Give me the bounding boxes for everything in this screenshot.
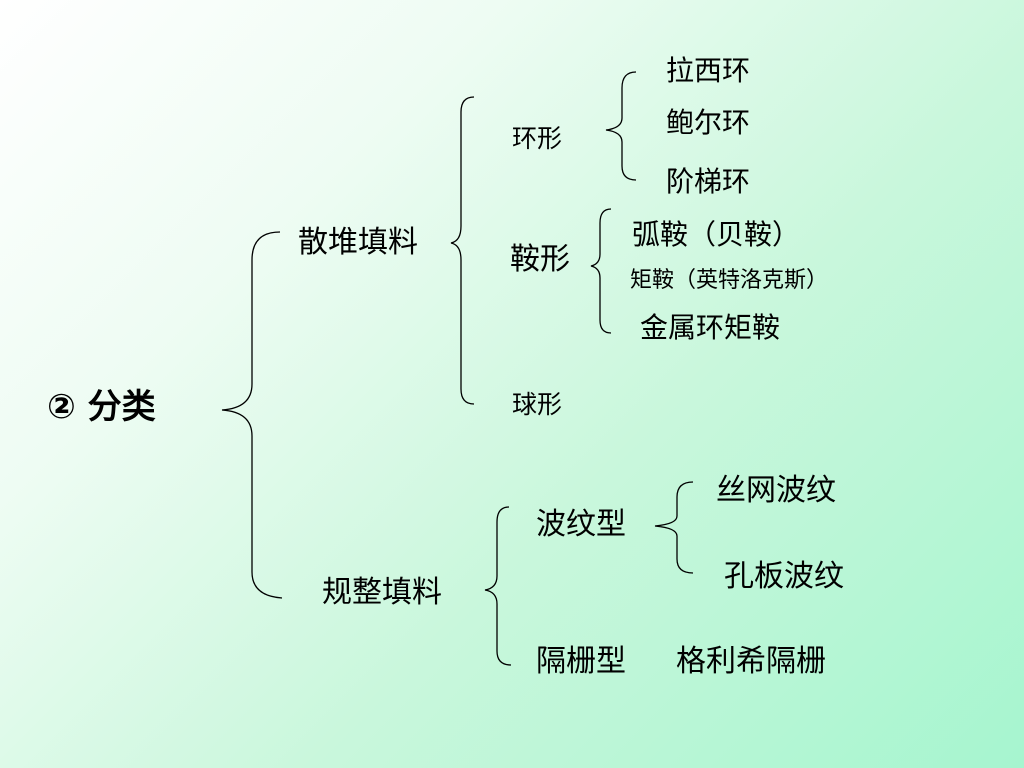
cascade-ring-label: 阶梯环 xyxy=(666,165,751,198)
berl-saddle-label: 弧鞍（贝鞍） xyxy=(632,218,801,251)
raschig-ring-label: 拉西环 xyxy=(666,54,751,87)
grid-type-label: 隔栅型 xyxy=(536,644,626,679)
random-packing-brace xyxy=(450,96,475,405)
perforated-plate-corrugated-label: 孔板波纹 xyxy=(724,559,844,594)
glitsch-grid-label: 格利希隔栅 xyxy=(676,644,826,679)
saddle-brace xyxy=(590,208,612,334)
wire-gauze-corrugated-label: 丝网波纹 xyxy=(716,473,836,508)
corrugated-type-label: 波纹型 xyxy=(536,507,626,542)
root-label: ② 分类 xyxy=(47,387,156,427)
intalox-saddle-label: 矩鞍（英特洛克斯） xyxy=(630,268,829,293)
ring-type-label: 环形 xyxy=(512,124,563,153)
corrugated-brace xyxy=(654,481,694,574)
root-brace xyxy=(221,231,283,599)
saddle-type-label: 鞍形 xyxy=(510,242,570,277)
sphere-type-label: 球形 xyxy=(512,390,563,419)
random-packing-label: 散堆填料 xyxy=(298,225,418,260)
ring-brace xyxy=(605,71,637,181)
structured-packing-brace xyxy=(484,506,512,666)
pall-ring-label: 鲍尔环 xyxy=(666,106,751,139)
metal-intalox-saddle-label: 金属环矩鞍 xyxy=(640,311,781,344)
structured-packing-label: 规整填料 xyxy=(322,575,442,610)
